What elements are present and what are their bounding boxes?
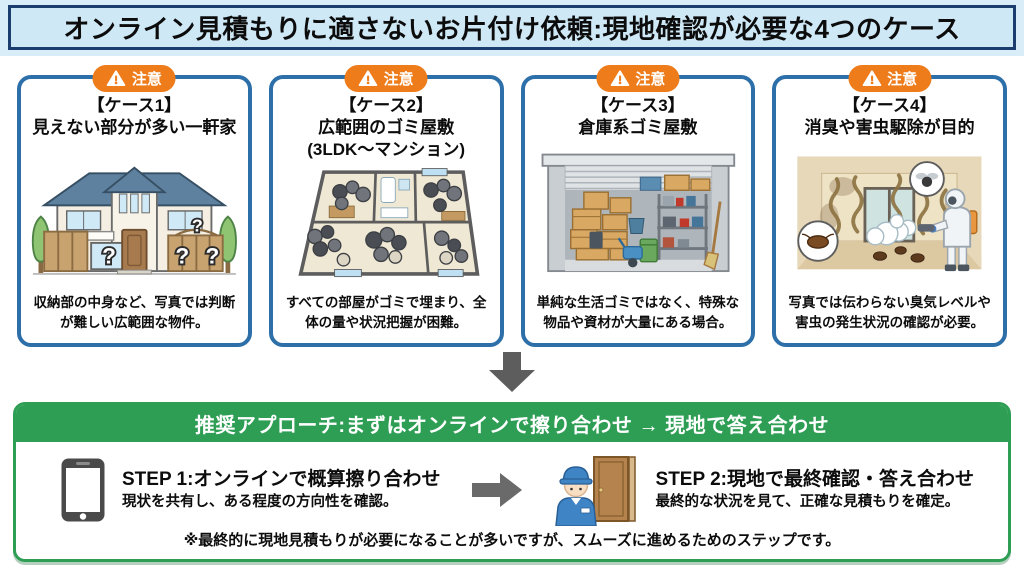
worker-at-door-icon: [554, 456, 636, 526]
case-2-heading: 広範囲のゴミ屋敷: [318, 118, 455, 138]
warning-triangle-icon: [358, 70, 378, 87]
warning-badge-label: 注意: [635, 71, 666, 88]
warning-badge: 注意: [596, 65, 680, 92]
cases-row: 注意 【ケース1】 見えない部分が多い一軒家: [17, 62, 1007, 347]
step-2: STEP 2:現地で最終確認・答え合わせ 最終的な状況を見て、正確な見積もりを確…: [554, 454, 974, 526]
case-card-4: 注意 【ケース4】 消臭や害虫駆除が目的: [772, 65, 1007, 347]
pest-control-illustration: [784, 139, 995, 292]
warning-badge: 注意: [848, 65, 932, 92]
recommendation-header-text: 推奨アプローチ:まずはオンラインで擦り合わせ → 現地で答え合わせ: [194, 415, 830, 437]
svg-text:?: ?: [175, 244, 189, 269]
svg-text:?: ?: [205, 244, 219, 269]
case-1-label: 【ケース1】: [87, 96, 182, 115]
case-2-label: 【ケース2】: [339, 96, 433, 115]
warning-triangle-icon: [610, 70, 630, 87]
warning-badge-label: 注意: [131, 71, 162, 88]
case-3-label: 【ケース3】: [591, 96, 685, 115]
case-4-description: 写真では伝わらない臭気レベルや害虫の発生状況の確認が必要。: [788, 294, 991, 330]
warning-triangle-icon: [107, 70, 126, 87]
case-3-description: 単純な生活ゴミではなく、特殊な物品や資材が大量にある場合。: [536, 294, 740, 330]
case-4-label: 【ケース4】: [842, 96, 937, 115]
storage-garage-illustration: [533, 139, 744, 292]
step-2-title: STEP 2:現地で最終確認・答え合わせ: [655, 469, 974, 491]
step-1-title: STEP 1:オンラインで概算擦り合わせ: [122, 469, 441, 491]
case-card-1: 注意 【ケース1】 見えない部分が多い一軒家: [17, 65, 252, 347]
right-arrow-icon: [472, 473, 522, 507]
step-2-text: STEP 2:現地で最終確認・答え合わせ 最終的な状況を見て、正確な見積もりを確…: [656, 467, 974, 512]
warning-triangle-icon: [862, 70, 881, 87]
house-illustration: ? ? ? ?: [29, 139, 240, 292]
smartphone-icon: [61, 458, 105, 522]
case-2-heading2: (3LDK〜マンション): [307, 140, 465, 160]
steps-row: STEP 1:オンラインで概算擦り合わせ 現状を共有し、ある程度の方向性を確認。: [16, 442, 1008, 528]
case-3-heading: 倉庫系ゴミ屋敷: [578, 118, 698, 138]
warning-badge: 注意: [92, 65, 176, 92]
warning-badge: 注意: [344, 65, 428, 92]
step-2-subtitle: 最終的な状況を見て、正確な見積もりを確定。: [655, 494, 960, 511]
recommendation-panel: 推奨アプローチ:まずはオンラインで擦り合わせ → 現地で答え合わせ STEP 1…: [13, 402, 1011, 562]
case-1-description: 収納部の中身など、写真では判断が難しい広範囲な物件。: [33, 294, 236, 330]
warning-badge-label: 注意: [383, 71, 414, 88]
case-card-2: 注意 【ケース2】 広範囲のゴミ屋敷 (3LDK〜マンション): [268, 65, 504, 347]
trash-floorplan-illustration: [281, 161, 492, 292]
page-title-bar: オンライン見積もりに適さないお片付け依頼:現地確認が必要な4つのケース: [8, 5, 1016, 50]
case-2-description: すべての部屋がゴミで埋まり、全体の量や状況把握が困難。: [285, 294, 487, 330]
case-4-heading: 消臭や害虫駆除が目的: [804, 118, 975, 138]
recommendation-note: ※最終的に現地見積もりが必要になることが多いですが、スムーズに進めるためのステッ…: [183, 532, 841, 549]
svg-text:?: ?: [102, 244, 116, 269]
step-1: STEP 1:オンラインで概算擦り合わせ 現状を共有し、ある程度の方向性を確認。: [60, 457, 440, 523]
warning-badge-label: 注意: [887, 71, 918, 88]
step-1-text: STEP 1:オンラインで概算擦り合わせ 現状を共有し、ある程度の方向性を確認。: [122, 467, 440, 512]
svg-text:?: ?: [192, 216, 203, 236]
page-title: オンライン見積もりに適さないお片付け依頼:現地確認が必要な4つのケース: [63, 14, 961, 44]
case-1-heading: 見えない部分が多い一軒家: [32, 118, 237, 138]
recommendation-header: 推奨アプローチ:まずはオンラインで擦り合わせ → 現地で答え合わせ: [16, 405, 1008, 442]
down-arrow-icon: [489, 352, 535, 392]
case-card-3: 注意 【ケース3】 倉庫系ゴミ屋敷: [520, 65, 756, 347]
step-1-subtitle: 現状を共有し、ある程度の方向性を確認。: [122, 494, 398, 511]
